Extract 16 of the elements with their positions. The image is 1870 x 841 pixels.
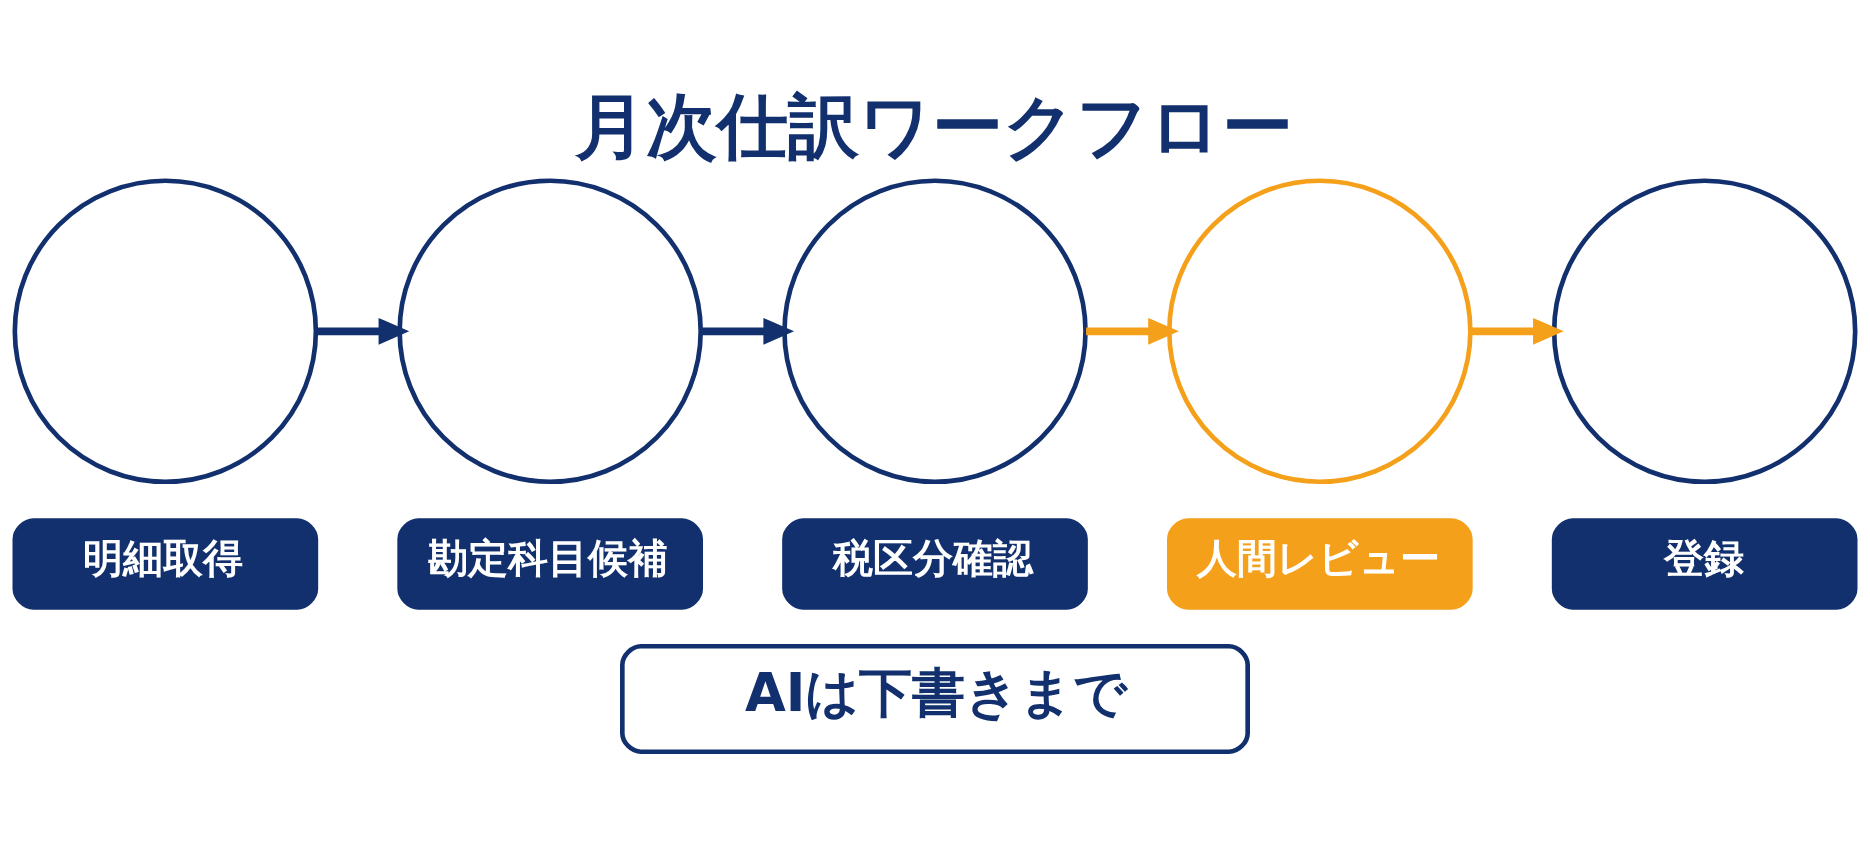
node-circle bbox=[1551, 178, 1858, 485]
node-box: 明細取得 bbox=[12, 518, 319, 610]
arrow bbox=[1470, 317, 1564, 345]
node-circle bbox=[1167, 178, 1473, 485]
diagram-title: 月次仕訳ワークフロー bbox=[575, 84, 1293, 168]
node-box: AIは下書きまで bbox=[620, 643, 1250, 755]
arrow bbox=[1086, 317, 1179, 345]
node-box: 人間レビュー bbox=[1167, 518, 1473, 610]
node-box: 税区分確認 bbox=[782, 518, 1088, 610]
arrow bbox=[701, 317, 795, 345]
node-box: 勘定科目候補 bbox=[397, 518, 704, 610]
node-circle bbox=[397, 178, 704, 485]
node-box: 登録 bbox=[1551, 518, 1858, 610]
arrow bbox=[316, 317, 410, 345]
node-circle bbox=[782, 178, 1088, 485]
node-circle bbox=[12, 178, 319, 485]
